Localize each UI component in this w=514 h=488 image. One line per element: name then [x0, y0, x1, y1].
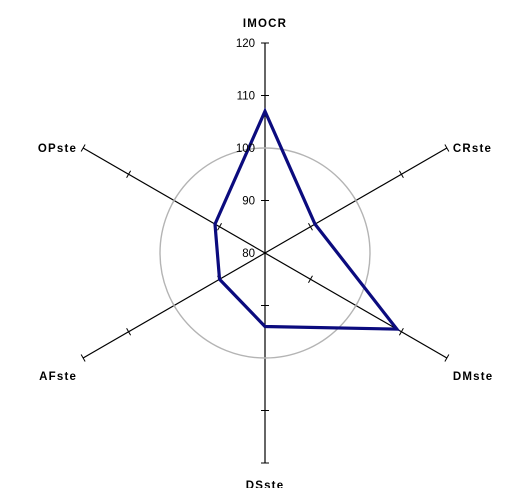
tick-label: 120: [236, 38, 255, 50]
category-label-dsste: DSste: [246, 480, 285, 488]
tick-mark: [80, 354, 86, 362]
tick-mark: [126, 328, 132, 336]
tick-label: 110: [237, 91, 255, 103]
tick-label: 100: [236, 143, 255, 155]
radar-axes: [82, 43, 448, 463]
category-label-crste: CRste: [453, 143, 492, 155]
tick-mark: [217, 223, 222, 231]
tick-mark: [308, 275, 313, 283]
tick-mark: [398, 328, 404, 336]
tick-label: 90: [242, 196, 255, 208]
category-label-imocr: IMOCR: [243, 18, 287, 30]
category-label-dmste: DMste: [453, 371, 494, 383]
tick-mark: [398, 170, 404, 178]
tick-labels: 80 90 100 110 120: [236, 38, 255, 260]
series-layer: [213, 107, 401, 331]
tick-mark: [444, 354, 450, 362]
tick-mark: [308, 223, 313, 231]
reference-circle-layer: [159, 147, 371, 359]
reference-circle: [159, 147, 371, 359]
category-label-opste: OPste: [38, 143, 77, 155]
series-line-0: [213, 107, 401, 331]
tick-mark: [444, 144, 450, 152]
category-label-afste: AFste: [39, 371, 77, 383]
tick-label: 80: [242, 248, 255, 260]
tick-mark: [126, 170, 132, 178]
tick-mark: [80, 144, 86, 152]
